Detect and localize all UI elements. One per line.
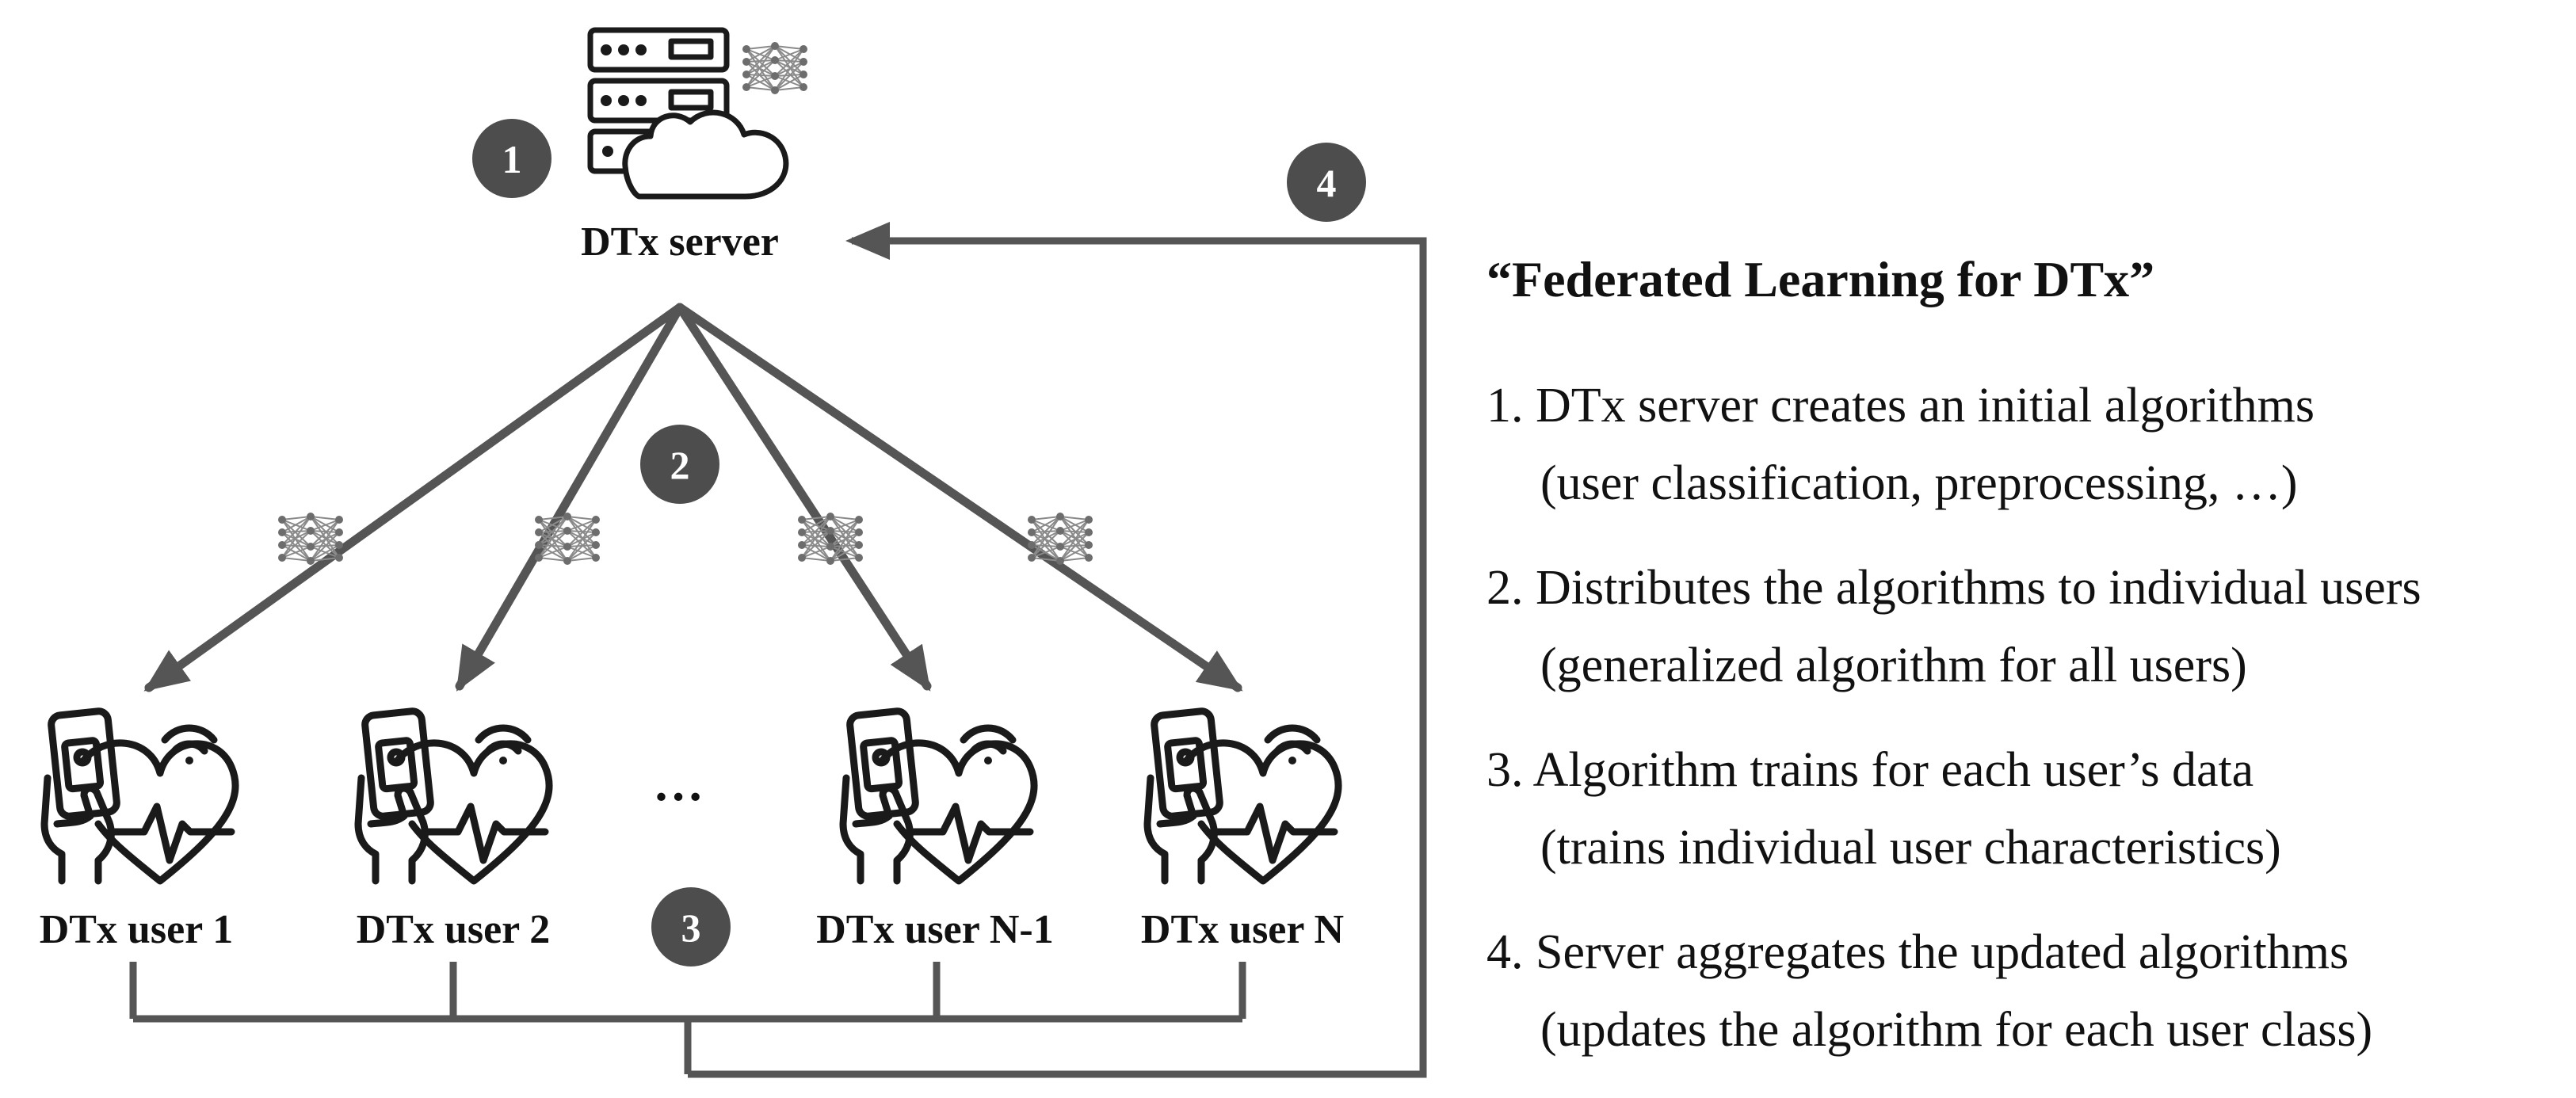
neural-network-icon (1027, 512, 1093, 566)
server-label: DTx server (581, 219, 779, 265)
distribution-arrows (143, 303, 1243, 692)
return-arrow (688, 222, 1427, 1078)
step-1-line-2: (user classification, preprocessing, …) (1540, 456, 2298, 510)
neural-network-icon (534, 512, 601, 566)
step-4-line-1: 4. Server aggregates the updated algorit… (1486, 925, 2349, 979)
step-badge-2: 2 (640, 425, 719, 504)
step-1-line-1: 1. DTx server creates an initial algorit… (1486, 379, 2315, 433)
arrow-to-user-1 (143, 303, 685, 692)
step-badge-3: 3 (651, 887, 731, 966)
step-2-line-2: (generalized algorithm for all users) (1540, 639, 2247, 692)
step-4-line-2: (updates the algorithm for each user cla… (1540, 1003, 2372, 1057)
user-label-2: DTx user 2 (357, 907, 551, 952)
svg-text:3: 3 (681, 905, 701, 950)
server-model-icon (742, 41, 808, 95)
step-badge-4: 4 (1287, 143, 1366, 222)
ellipsis: … (653, 755, 704, 811)
user-device-heart-icon (358, 711, 549, 881)
description-panel: “Federated Learning for DTx” 1. DTx serv… (1486, 251, 2421, 1057)
svg-text:1: 1 (502, 137, 522, 181)
user-label-1: DTx user 1 (40, 907, 234, 952)
arrow-to-user-n-1 (675, 303, 932, 692)
svg-text:2: 2 (670, 443, 690, 487)
arrow-to-user-2 (455, 303, 685, 692)
user-label-n-1: DTx user N-1 (816, 907, 1053, 952)
step-2-line-1: 2. Distributes the algorithms to individ… (1486, 561, 2421, 615)
step-3-line-1: 3. Algorithm trains for each user’s data (1486, 743, 2254, 797)
user-device-heart-icon (44, 711, 235, 881)
step-badge-1: 1 (472, 119, 551, 198)
step-3-line-2: (trains individual user characteristics) (1540, 821, 2281, 875)
arrow-to-user-n (675, 303, 1243, 692)
user-label-n: DTx user N (1141, 907, 1344, 952)
aggregation-lines (129, 222, 1427, 1078)
user-device-heart-icon (843, 711, 1034, 881)
server-cloud-icon (587, 27, 789, 200)
svg-text:4: 4 (1317, 161, 1337, 205)
panel-title: “Federated Learning for DTx” (1486, 251, 2154, 307)
user-device-heart-icon (1147, 711, 1338, 881)
